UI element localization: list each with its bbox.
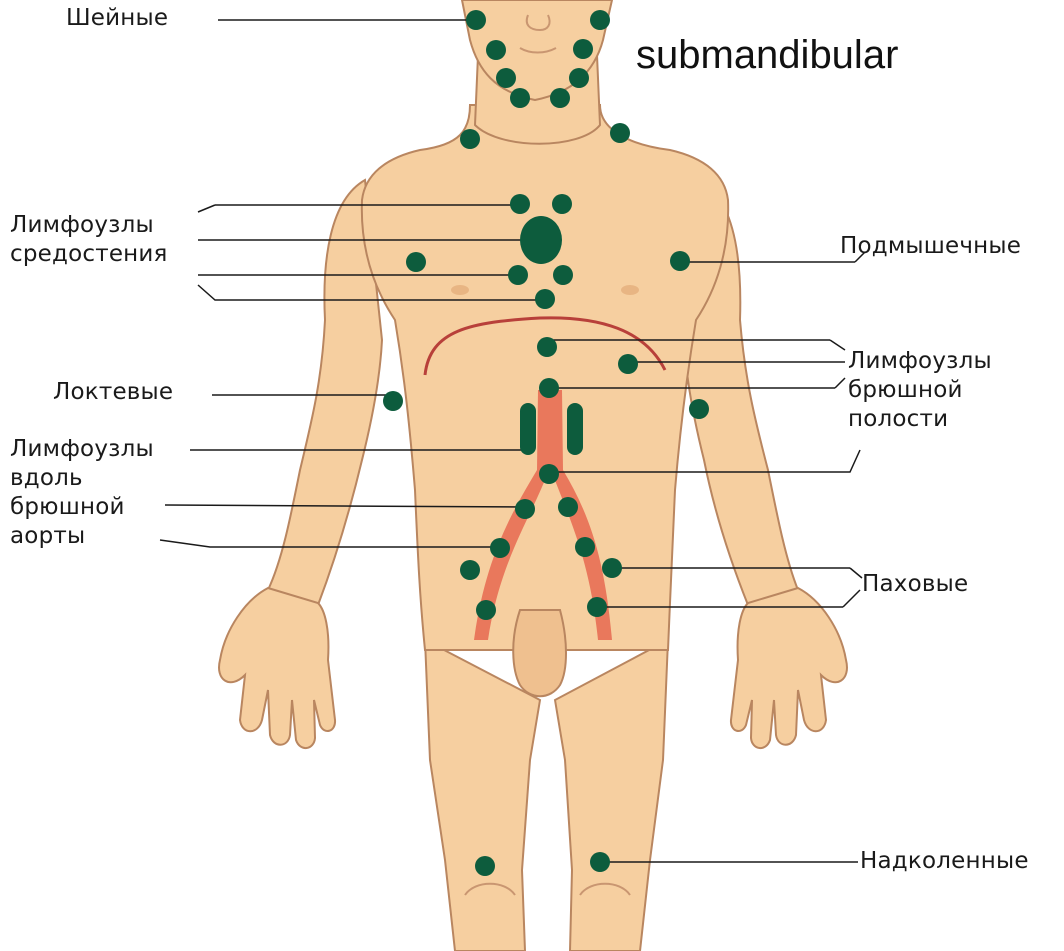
lymph-node-dot-icon <box>558 497 578 517</box>
leader-abdominal-3b <box>835 378 845 388</box>
leader-abdominal-1b <box>830 340 845 350</box>
lymph-node-dot-icon <box>496 68 516 88</box>
lymph-node-dot-icon <box>573 39 593 59</box>
lymph-node-dot-icon <box>537 337 557 357</box>
lymph-node-dot-icon <box>539 464 559 484</box>
lymph-node-dot-icon <box>490 538 510 558</box>
submandibular-overlay-label: submandibular <box>636 33 898 78</box>
lymph-node-dot-icon <box>460 560 480 580</box>
label-axillary: Подмышечные <box>840 232 1021 261</box>
genitals <box>513 610 566 696</box>
leader-inguinal-2b <box>843 590 860 607</box>
lymph-node-dot-icon <box>587 597 607 617</box>
body-silhouette <box>219 0 847 951</box>
left-hand <box>219 588 335 748</box>
label-popliteal: Надколенные <box>860 847 1029 876</box>
lymph-node-dot-icon <box>553 265 573 285</box>
right-nipple <box>621 285 639 295</box>
lymph-node-dot-icon <box>475 856 495 876</box>
lymph-node-dot-icon <box>406 252 426 272</box>
lymph-node-dot-icon <box>535 289 555 309</box>
lymph-node-dot-icon <box>539 378 559 398</box>
lymph-node-dot-icon <box>610 123 630 143</box>
lymph-node-dot-icon <box>590 10 610 30</box>
lymph-node-dot-icon <box>567 403 583 455</box>
abdominal-aorta <box>537 390 563 470</box>
label-abdominal: Лимфоузлы брюшной полости <box>848 347 992 434</box>
lymph-node-dot-icon <box>689 399 709 419</box>
lymph-node-dot-icon <box>510 194 530 214</box>
label-cubital: Локтевые <box>53 378 173 407</box>
lymph-node-dot-icon <box>670 251 690 271</box>
lymph-node-dot-icon <box>575 537 595 557</box>
lymph-node-dot-icon <box>486 40 506 60</box>
lymph-node-dot-icon <box>508 265 528 285</box>
lymph-node-dot-icon <box>510 88 530 108</box>
lymph-node-dot-icon <box>466 10 486 30</box>
label-inguinal: Паховые <box>862 570 968 599</box>
left-nipple <box>451 285 469 295</box>
lymph-node-dot-icon <box>460 129 480 149</box>
leader-mediastinal-1 <box>198 205 215 212</box>
lymph-node-dot-icon <box>476 600 496 620</box>
label-cervical: Шейные <box>66 4 168 33</box>
lymph-node-dot-icon <box>550 88 570 108</box>
lymph-node-dot-icon <box>515 499 535 519</box>
lymph-node-dot-icon <box>569 68 589 88</box>
leader-inguinal-1b <box>850 568 862 578</box>
right-hand <box>731 588 847 748</box>
label-aortic: Лимфоузлы вдоль брюшной аорты <box>10 435 154 551</box>
lymph-node-dot-icon <box>590 852 610 872</box>
lymph-node-dot-icon <box>618 354 638 374</box>
lymph-node-dot-icon <box>520 216 562 264</box>
right-leg <box>555 640 668 951</box>
label-mediastinal: Лимфоузлы средостения <box>10 211 168 269</box>
lymph-node-dot-icon <box>520 403 536 455</box>
lymph-node-dot-icon <box>602 558 622 578</box>
lymph-node-dot-icon <box>383 391 403 411</box>
lymph-node-dot-icon <box>552 194 572 214</box>
